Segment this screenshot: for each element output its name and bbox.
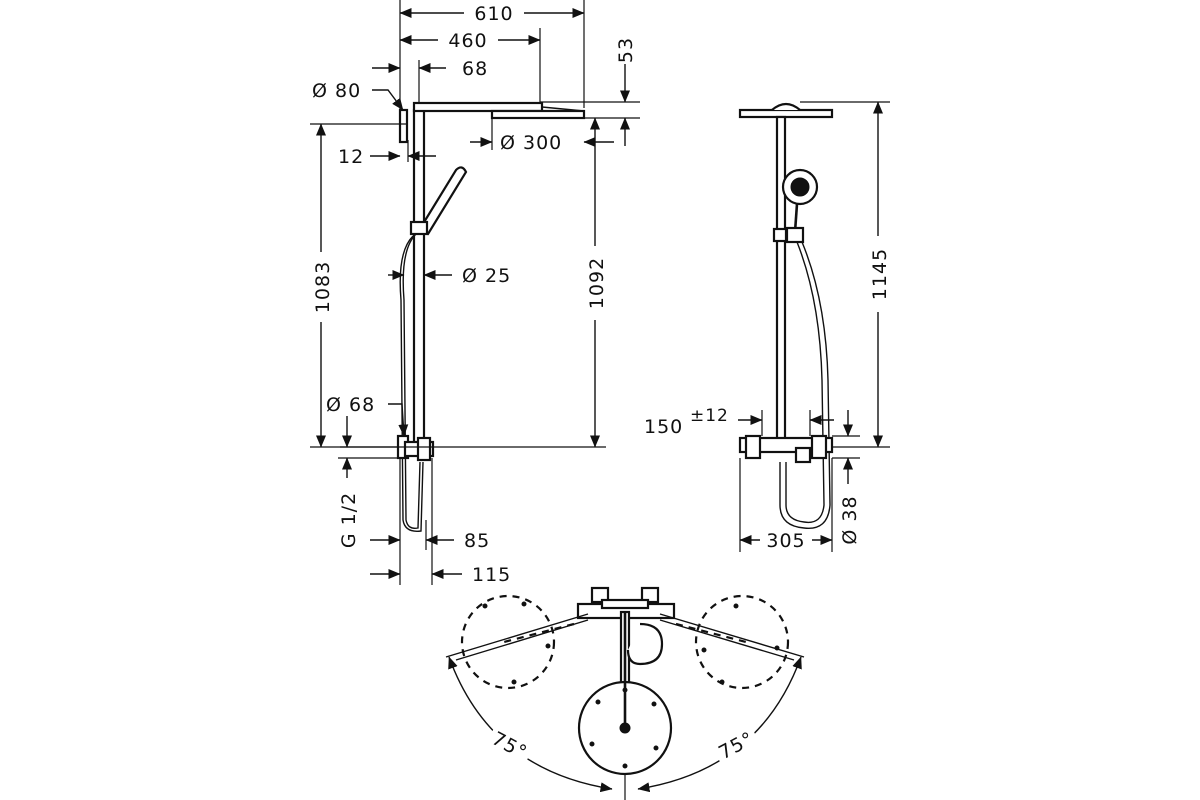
dim-pm12: ±12 xyxy=(690,406,729,426)
dim-dia80: Ø 80 xyxy=(312,80,361,102)
top-bracket xyxy=(590,586,610,604)
front-shower-hose xyxy=(785,241,825,524)
dim-dia68: Ø 68 xyxy=(326,394,375,416)
dim-460: 460 xyxy=(448,30,487,52)
hand-shower-slider xyxy=(409,220,429,236)
riser-pipe xyxy=(412,108,426,452)
top-wall-rosette xyxy=(398,108,409,144)
swung-position-right xyxy=(694,594,790,690)
hand-shower xyxy=(416,166,468,236)
shower-hose xyxy=(402,233,421,530)
dim-68-top: 68 xyxy=(462,58,488,80)
dim-dia300: Ø 300 xyxy=(500,132,562,154)
top-view: 75° 75° xyxy=(445,586,805,800)
dim-85: 85 xyxy=(464,530,490,552)
dim-1092: 1092 xyxy=(586,257,608,309)
dim-610: 610 xyxy=(474,3,513,25)
dim-305: 305 xyxy=(766,530,805,552)
swung-position-left xyxy=(460,594,556,690)
dim-dia38: Ø 38 xyxy=(839,495,861,544)
dim-150: 150 xyxy=(644,416,683,438)
dim-g12: G 1/2 xyxy=(338,492,360,548)
dim-1083: 1083 xyxy=(312,261,334,313)
dim-1145: 1145 xyxy=(869,248,891,300)
front-riser-pipe xyxy=(775,115,787,444)
side-view: 610 460 68 53 Ø 80 Ø 300 12 Ø 25 1083 xyxy=(308,0,640,586)
dim-115: 115 xyxy=(472,564,511,586)
front-view: 1145 150 ±12 305 Ø 38 xyxy=(644,101,891,552)
dim-53: 53 xyxy=(615,37,637,63)
overhead-arm xyxy=(412,101,544,113)
overhead-shower-head xyxy=(490,109,586,120)
dim-12: 12 xyxy=(338,146,364,168)
dim-dia25: Ø 25 xyxy=(462,265,511,287)
